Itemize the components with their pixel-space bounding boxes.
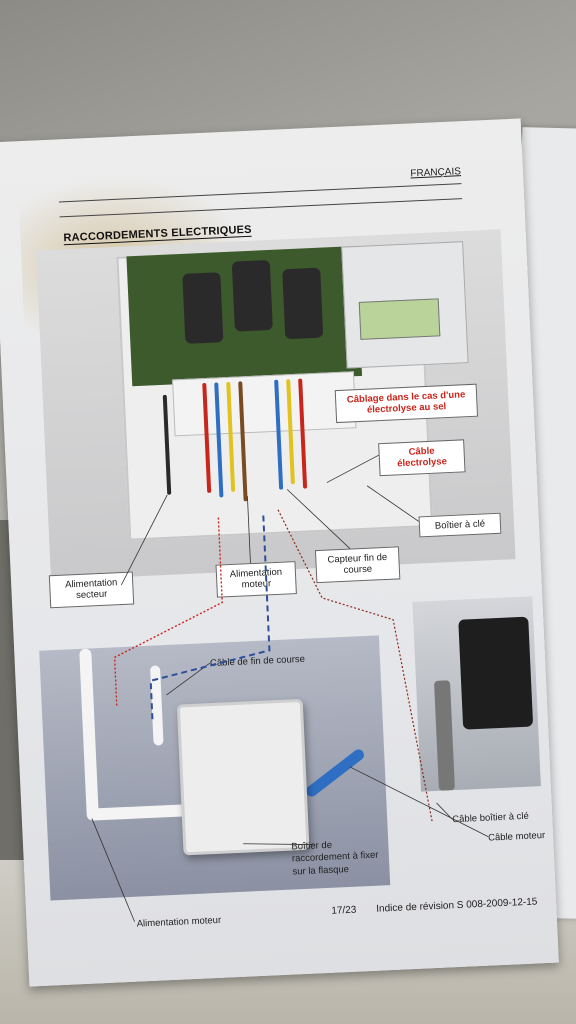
terminal-block bbox=[172, 371, 357, 437]
white-cable bbox=[150, 665, 164, 746]
controller-module bbox=[341, 241, 469, 369]
capacitor bbox=[231, 259, 273, 332]
callout-cable-moteur: Câble moteur bbox=[487, 830, 546, 844]
callout-cablage-sel: Câblage dans le cas d'une électrolyse au… bbox=[334, 383, 479, 423]
callout-alimentation-secteur: Alimentation secteur bbox=[48, 571, 135, 609]
blue-cable bbox=[303, 747, 367, 799]
grey-cable bbox=[433, 680, 455, 791]
callout-alimentation-moteur: Alimentation moteur bbox=[215, 561, 297, 598]
capacitor bbox=[182, 272, 224, 344]
language-header: FRANÇAIS bbox=[410, 166, 462, 180]
motor-housing bbox=[458, 616, 534, 730]
callout-cable-electrolyse: Câble électrolyse bbox=[378, 439, 466, 476]
callout-capteur-fin-course: Capteur fin de course bbox=[314, 546, 401, 583]
page-number: 17/23 bbox=[331, 904, 357, 917]
callout-cable-boitier-cle: Câble boîtier à clé bbox=[452, 810, 530, 826]
motor-inset-photo bbox=[412, 596, 541, 792]
white-cable bbox=[86, 803, 197, 821]
manual-page: FRANÇAIS RACCORDEMENTS ELECTRIQUES Câbla… bbox=[0, 118, 559, 987]
white-cable bbox=[79, 648, 99, 819]
lcd-display bbox=[358, 298, 441, 340]
callout-boitier-raccordement: Boîtier de raccordement à fixer sur la f… bbox=[291, 839, 379, 878]
junction-box bbox=[176, 698, 310, 856]
revision-index: Indice de révision S 008-2009-12-15 bbox=[376, 896, 538, 915]
callout-boitier-cle: Boîtier à clé bbox=[418, 512, 502, 538]
capacitor bbox=[282, 267, 324, 340]
callout-alimentation-moteur-bottom: Alimentation moteur bbox=[136, 914, 222, 930]
